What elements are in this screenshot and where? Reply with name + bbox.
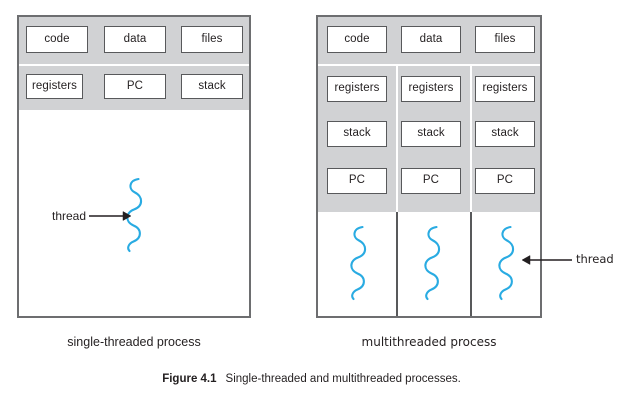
context-cell-registers: registers xyxy=(475,76,535,102)
single-threaded-caption: single-threaded process xyxy=(67,335,201,349)
context-cell-pc: PC xyxy=(327,168,387,194)
context-cell-stack: stack xyxy=(181,74,243,99)
thread-context-band: registers PC stack xyxy=(19,66,249,110)
thread-label-left: thread xyxy=(52,209,87,223)
context-column-divider xyxy=(396,66,398,212)
context-cell-stack: stack xyxy=(475,121,535,147)
context-cell-pc: PC xyxy=(475,168,535,194)
resource-cell-files: files xyxy=(475,26,535,53)
context-cell-registers: registers xyxy=(327,76,387,102)
context-cell-pc: PC xyxy=(401,168,461,194)
thread-squiggle xyxy=(498,225,515,301)
context-cell-stack: stack xyxy=(401,121,461,147)
thread-squiggle xyxy=(126,177,143,253)
multithreaded-caption: multithreaded process xyxy=(361,335,497,349)
thread-arrow-right-icon xyxy=(89,211,131,221)
thread-column-divider xyxy=(396,212,398,316)
thread-squiggle xyxy=(424,225,441,301)
thread-contexts-band: registers stack PC registers stack PC re… xyxy=(318,66,540,212)
resource-cell-data: data xyxy=(401,26,461,53)
single-threaded-process-panel: code data files registers PC stack threa… xyxy=(17,15,251,318)
thread-column-divider xyxy=(470,212,472,316)
resource-cell-code: code xyxy=(327,26,387,53)
figure-caption: Figure 4.1 Single-threaded and multithrea… xyxy=(0,373,623,386)
context-cell-registers: registers xyxy=(401,76,461,102)
band-separator xyxy=(318,64,540,66)
shared-resources-band: code data files xyxy=(19,17,249,64)
context-column-divider xyxy=(470,66,472,212)
figure-caption-text: Single-threaded and multithreaded proces… xyxy=(225,373,461,385)
multithreaded-process-panel: code data files registers stack PC regis… xyxy=(316,15,542,318)
figure-number: Figure 4.1 xyxy=(162,373,217,385)
resource-cell-data: data xyxy=(104,26,166,53)
context-cell-stack: stack xyxy=(327,121,387,147)
thread-label-right: thread xyxy=(576,252,614,266)
shared-resources-band: code data files xyxy=(318,17,540,64)
resource-cell-code: code xyxy=(26,26,88,53)
band-separator xyxy=(19,64,249,66)
context-cell-pc: PC xyxy=(104,74,166,99)
resource-cell-files: files xyxy=(181,26,243,53)
thread-squiggle xyxy=(350,225,367,301)
context-cell-registers: registers xyxy=(26,74,83,99)
